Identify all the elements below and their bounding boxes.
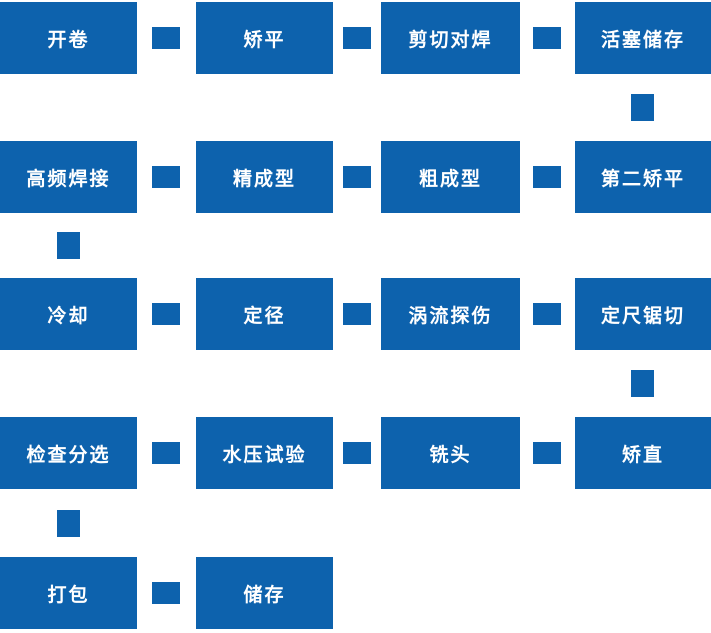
connector-square	[152, 582, 180, 604]
step-inspection-sorting: 检查分选	[0, 417, 137, 489]
step-straightening: 矫直	[575, 417, 711, 489]
connector-down	[631, 94, 654, 121]
step-piston-storage: 活塞储存	[575, 2, 711, 74]
step-storage: 储存	[196, 557, 333, 629]
connector-square	[343, 27, 371, 49]
connector-square	[152, 442, 180, 464]
step-fine-forming: 精成型	[196, 141, 333, 213]
step-cut-to-length-sawing: 定尺锯切	[575, 278, 711, 350]
step-leveling: 矫平	[196, 2, 333, 74]
connector-down	[57, 232, 80, 259]
connector-square	[343, 442, 371, 464]
step-sizing: 定径	[196, 278, 333, 350]
step-rough-forming: 粗成型	[381, 141, 520, 213]
step-shear-butt-welding: 剪切对焊	[381, 2, 520, 74]
step-milling-head: 铣头	[381, 417, 520, 489]
connector-square	[152, 166, 180, 188]
step-hf-welding: 高频焊接	[0, 141, 137, 213]
connector-square	[152, 27, 180, 49]
step-cooling: 冷却	[0, 278, 137, 350]
connector-square	[533, 166, 561, 188]
step-packing: 打包	[0, 557, 137, 629]
step-eddy-current-testing: 涡流探伤	[381, 278, 520, 350]
connector-square	[533, 303, 561, 325]
step-uncoiling: 开卷	[0, 2, 137, 74]
connector-down	[631, 370, 654, 397]
connector-square	[343, 303, 371, 325]
connector-square	[152, 303, 180, 325]
connector-down	[57, 510, 80, 537]
step-second-leveling: 第二矫平	[575, 141, 711, 213]
step-hydrostatic-test: 水压试验	[196, 417, 333, 489]
connector-square	[533, 27, 561, 49]
connector-square	[533, 442, 561, 464]
connector-square	[343, 166, 371, 188]
